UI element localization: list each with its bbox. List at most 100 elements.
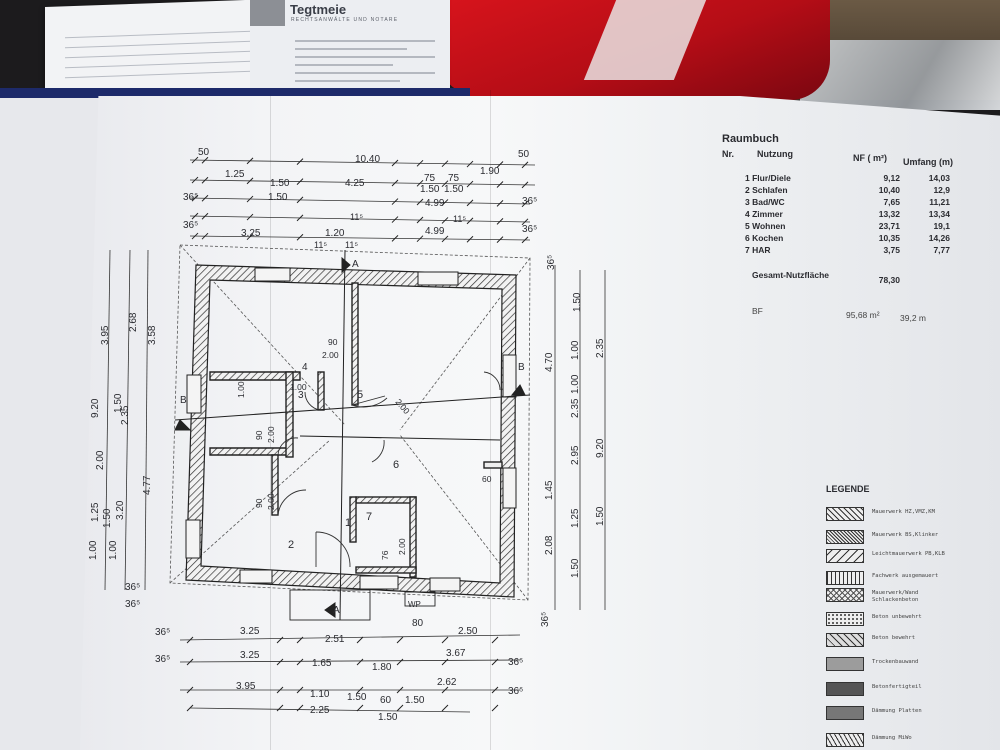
dim-label: 4.70 xyxy=(544,352,555,372)
bf-label: BF xyxy=(752,306,763,316)
windows xyxy=(185,267,517,592)
right-dimensions: 1.50 4.70 1.00 1.00 2.35 2.35 9.20 2.95 … xyxy=(544,292,606,578)
dim-label: 2.51 xyxy=(325,634,345,645)
interior-walls xyxy=(209,282,503,578)
dim-label: 2.35 xyxy=(570,398,581,418)
col-header-nr: Nr. xyxy=(722,149,735,159)
thickness-mark: 11⁵ xyxy=(345,240,358,250)
thickness-mark: 36⁵ xyxy=(508,657,523,668)
dim-label: 1.50 xyxy=(113,393,124,413)
door-dim: 2.00 xyxy=(393,397,411,416)
dimension-lines xyxy=(104,159,606,713)
dim-label: 4.77 xyxy=(142,475,153,495)
red-fabric xyxy=(430,0,830,100)
dim-label: 2.95 xyxy=(570,445,581,465)
top-dimensions: 50 10.40 50 1.25 1.50 4.25 75 75 1.90 1.… xyxy=(183,147,537,250)
paper-fold xyxy=(270,96,271,750)
section-mark: B xyxy=(518,362,525,373)
raumbuch-title: Raumbuch xyxy=(722,133,779,145)
dim-label: 2.68 xyxy=(128,312,139,332)
dim-label: 1.50 xyxy=(378,712,398,723)
dim-label: 3.20 xyxy=(115,500,126,520)
door-dim: 2.00 xyxy=(397,538,407,555)
legend-item: Beton unbewehrt xyxy=(826,610,996,628)
dim-label: 4.99 xyxy=(425,226,445,237)
firm-name: Tegtmeie xyxy=(290,2,347,17)
thickness-mark: 36⁵ xyxy=(125,599,140,610)
dim-label: 1.90 xyxy=(480,166,500,177)
thickness-mark: 36⁵ xyxy=(546,255,557,270)
door-dim: 2.00 xyxy=(322,350,339,360)
dim-label: 1.50 xyxy=(405,695,425,706)
door-swings xyxy=(277,371,501,568)
thickness-mark: 11⁵ xyxy=(314,240,327,250)
legend-item: Fachwerk ausgemauert xyxy=(826,569,996,587)
thickness-mark: 36⁵ xyxy=(522,224,537,235)
section-mark: B xyxy=(180,395,187,406)
legend-item: Trockenbauwand xyxy=(826,655,996,673)
dim-label: 1.50 xyxy=(347,692,367,703)
thickness-mark: 36⁵ xyxy=(183,220,198,231)
dim-label: 1.50 xyxy=(268,192,288,203)
legend-item: Dämmung MiWo xyxy=(826,731,996,749)
legend-item: Dämmung Platten xyxy=(826,704,996,722)
dim-label: 3.25 xyxy=(241,228,261,239)
dim-label: 50 xyxy=(518,149,530,160)
dim-label: 1.25 xyxy=(90,502,101,522)
legend-title: LEGENDE xyxy=(826,484,870,494)
section-lines xyxy=(174,249,531,621)
exterior-walls xyxy=(185,264,517,598)
dim-label: 1.00 xyxy=(88,540,99,560)
dim-label: 1.50 xyxy=(420,184,440,195)
thickness-mark: 11⁵ xyxy=(350,212,363,222)
room-number: 3 xyxy=(298,390,304,401)
room-number: 6 xyxy=(393,459,399,471)
door-dim: 90 xyxy=(254,498,264,508)
dimension-ticks xyxy=(186,156,529,712)
dim-label: 1.50 xyxy=(270,178,290,189)
dim-label: 1.00 xyxy=(570,340,581,360)
thickness-mark: 36⁵ xyxy=(183,192,198,203)
door-dim: 60 xyxy=(482,474,492,484)
door-dim: 2.00 xyxy=(266,426,276,443)
dim-label: 3.95 xyxy=(236,681,256,692)
dim-label: 3.25 xyxy=(240,650,260,661)
room-number: 2 xyxy=(288,539,294,551)
bf-area: 95,68 m² xyxy=(846,310,880,320)
room-number: 7 xyxy=(366,511,372,523)
legend-item: Mauerwerk BS,Klinker xyxy=(826,528,996,546)
dim-label: 50 xyxy=(198,147,210,158)
dim-label: 1.45 xyxy=(544,480,555,500)
legend-item: Beton bewehrt xyxy=(826,631,996,649)
section-mark: A xyxy=(352,259,359,270)
dim-label: 1.50 xyxy=(102,508,113,528)
roof-outline xyxy=(169,244,531,601)
bottom-dimensions: 3.25 2.51 80 2.50 3.25 1.65 1.80 3.67 3.… xyxy=(125,255,557,723)
firm-logo xyxy=(250,0,285,26)
room-number: 1 xyxy=(345,517,351,529)
legend-item: Mauerwerk HZ,VMZ,KM xyxy=(826,505,996,523)
thickness-mark: 36⁵ xyxy=(522,196,537,207)
dim-label: 2.50 xyxy=(458,626,478,637)
legend-item: Betonfertigteil xyxy=(826,680,996,698)
dim-label: 1.10 xyxy=(310,689,330,700)
dim-label: 2.25 xyxy=(310,705,330,716)
door-dim: 1.00 xyxy=(236,381,246,398)
door-dim: 1.00 xyxy=(290,382,307,392)
dim-label: 1.50 xyxy=(444,184,464,195)
firm-tagline: RECHTSANWÄLTE UND NOTARE xyxy=(291,17,399,23)
dim-label: 3.95 xyxy=(100,325,111,345)
dim-label: 2.00 xyxy=(95,450,106,470)
dim-label: 1.25 xyxy=(225,169,245,180)
door-dimensions: 90 2.00 1.00 90 2.00 2.00 76 2.00 1.00 6… xyxy=(236,337,492,560)
utility-label: WP xyxy=(408,600,421,609)
dim-label: 60 xyxy=(380,695,392,706)
dim-label: 80 xyxy=(412,618,424,629)
